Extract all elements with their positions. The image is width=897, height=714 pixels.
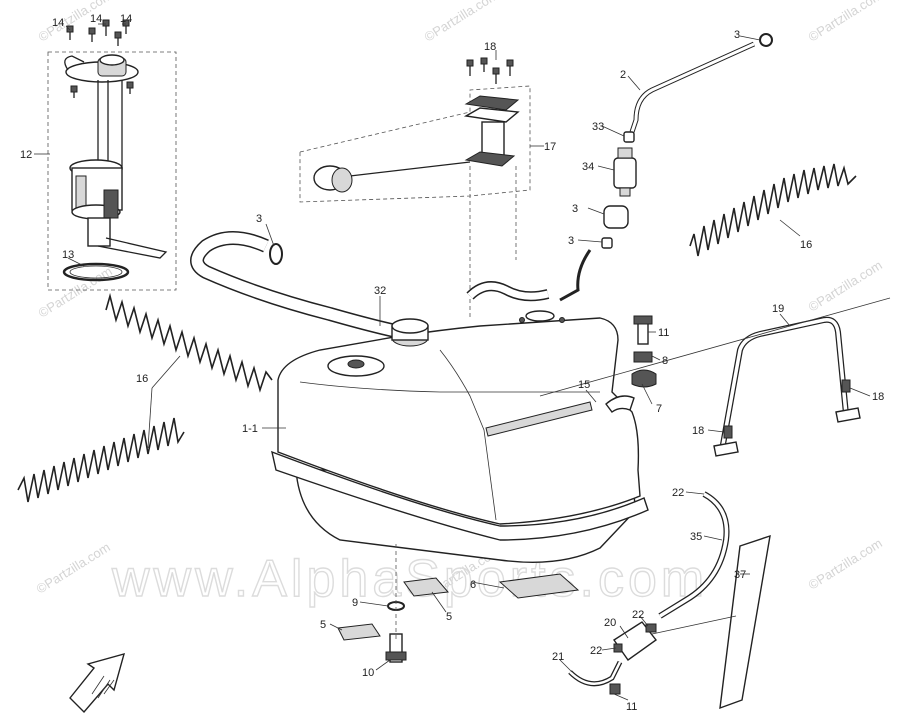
watermark-site: www.AlphaSports.com: [111, 550, 708, 608]
tank-strap: [539, 297, 891, 457]
pump-bolts: [66, 19, 134, 98]
callout-16: 16: [800, 239, 812, 251]
breather-line: [559, 33, 773, 302]
leader-lines: [34, 23, 871, 701]
callout-2: 2: [620, 69, 626, 81]
callout-37: 37: [734, 569, 746, 581]
filler-hose: [190, 231, 550, 339]
callout-9: 9: [352, 597, 358, 609]
callout-35: 35: [690, 531, 702, 543]
sender-group-box: [299, 85, 531, 203]
callout-33: 34: [582, 161, 594, 173]
callout-20: 20: [604, 617, 616, 629]
front-direction-arrow-icon: [69, 652, 126, 714]
fuel-pump-assembly: [47, 19, 177, 291]
callout-18: 18: [872, 391, 884, 403]
callout-17: 17: [544, 141, 556, 153]
callout-6: 6: [470, 579, 476, 591]
callout-21: 21: [552, 651, 564, 663]
coil-spring-left-upper: [105, 292, 273, 393]
watermark-small: ©Partzilla.com: [36, 263, 115, 320]
callout-5: 5: [320, 619, 326, 631]
callout-3: 3: [256, 213, 262, 225]
fuel-sender-assembly: [299, 57, 531, 320]
callout-34: 3: [572, 203, 578, 215]
callout-3: 3: [734, 29, 740, 41]
callout-19: 19: [772, 303, 784, 315]
fuel-pump-group-box: [47, 51, 177, 291]
tank-mount-hardware: [631, 315, 657, 388]
callout-18: 18: [484, 41, 496, 53]
callout-14: 14: [90, 13, 102, 25]
callout-22: 22: [672, 487, 684, 499]
callout-10: 10: [362, 667, 374, 679]
callout-3: 33: [592, 121, 604, 133]
watermark-small: ©Partzilla.com: [34, 539, 113, 596]
callout-18: 18: [692, 425, 704, 437]
watermark-small: ©Partzilla.com: [806, 0, 885, 45]
callout-14: 14: [52, 17, 64, 29]
callout-1-1: 1-1: [242, 423, 258, 435]
coil-spring-right: [689, 163, 857, 257]
callout-15: 15: [578, 379, 590, 391]
callout-5: 5: [446, 611, 452, 623]
callout-8: 8: [662, 355, 668, 367]
callout-labels: 14 14 14 12 13 18 17 3 2 3 33 34 3 3 16 …: [20, 13, 884, 713]
callout-22: 22: [632, 609, 644, 621]
callout-7: 7: [656, 403, 662, 415]
sender-bolts: [466, 57, 514, 84]
callout-32: 32: [374, 285, 386, 297]
callout-11: 11: [658, 327, 669, 339]
callout-12: 12: [20, 149, 32, 161]
watermark-small: ©Partzilla.com: [806, 535, 885, 592]
fuel-lines: [568, 491, 771, 710]
callout-13: 13: [62, 249, 74, 261]
callout-22: 22: [590, 645, 602, 657]
callout-16: 16: [136, 373, 148, 385]
coil-spring-left-lower: [17, 417, 185, 503]
watermark-small: ©Partzilla.com: [422, 0, 501, 45]
callout-11: 11: [626, 701, 637, 713]
fuel-tank: [271, 310, 649, 563]
callout-3: 3: [568, 235, 574, 247]
callout-14: 14: [120, 13, 132, 25]
watermark-small: ©Partzilla.com: [806, 257, 885, 314]
tank-bottom-parts: [337, 544, 580, 663]
